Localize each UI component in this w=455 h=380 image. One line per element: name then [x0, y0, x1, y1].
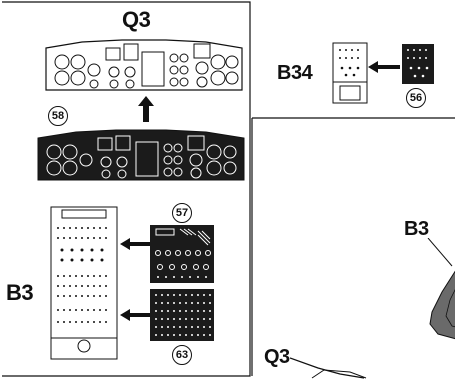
part-number-56: 56 [406, 88, 426, 108]
b34-label: B34 [277, 63, 312, 83]
part-number-63: 63 [172, 345, 192, 365]
q3-part-outline [290, 350, 370, 380]
arrow-left-icon [120, 309, 150, 321]
part-number-57: 57 [172, 203, 192, 223]
q3-label-bottom: Q3 [264, 347, 290, 367]
b3-label-left: B3 [6, 282, 33, 304]
part-number-58: 58 [48, 106, 68, 126]
b34-panel-white [332, 42, 368, 104]
arrow-left-icon [368, 61, 400, 73]
decal-56-dark [402, 44, 434, 84]
arrow-left-icon [120, 238, 150, 250]
b3-panel-white [50, 206, 118, 360]
q3-label-top: Q3 [122, 9, 150, 31]
instrument-panel-white [42, 34, 246, 94]
decal-63-dark [150, 289, 214, 341]
fuselage-part [420, 260, 455, 350]
b3-label-right: B3 [404, 219, 429, 239]
instrument-decal-dark [36, 126, 246, 182]
arrow-up-icon [138, 96, 154, 122]
decal-57-dark [150, 225, 214, 283]
